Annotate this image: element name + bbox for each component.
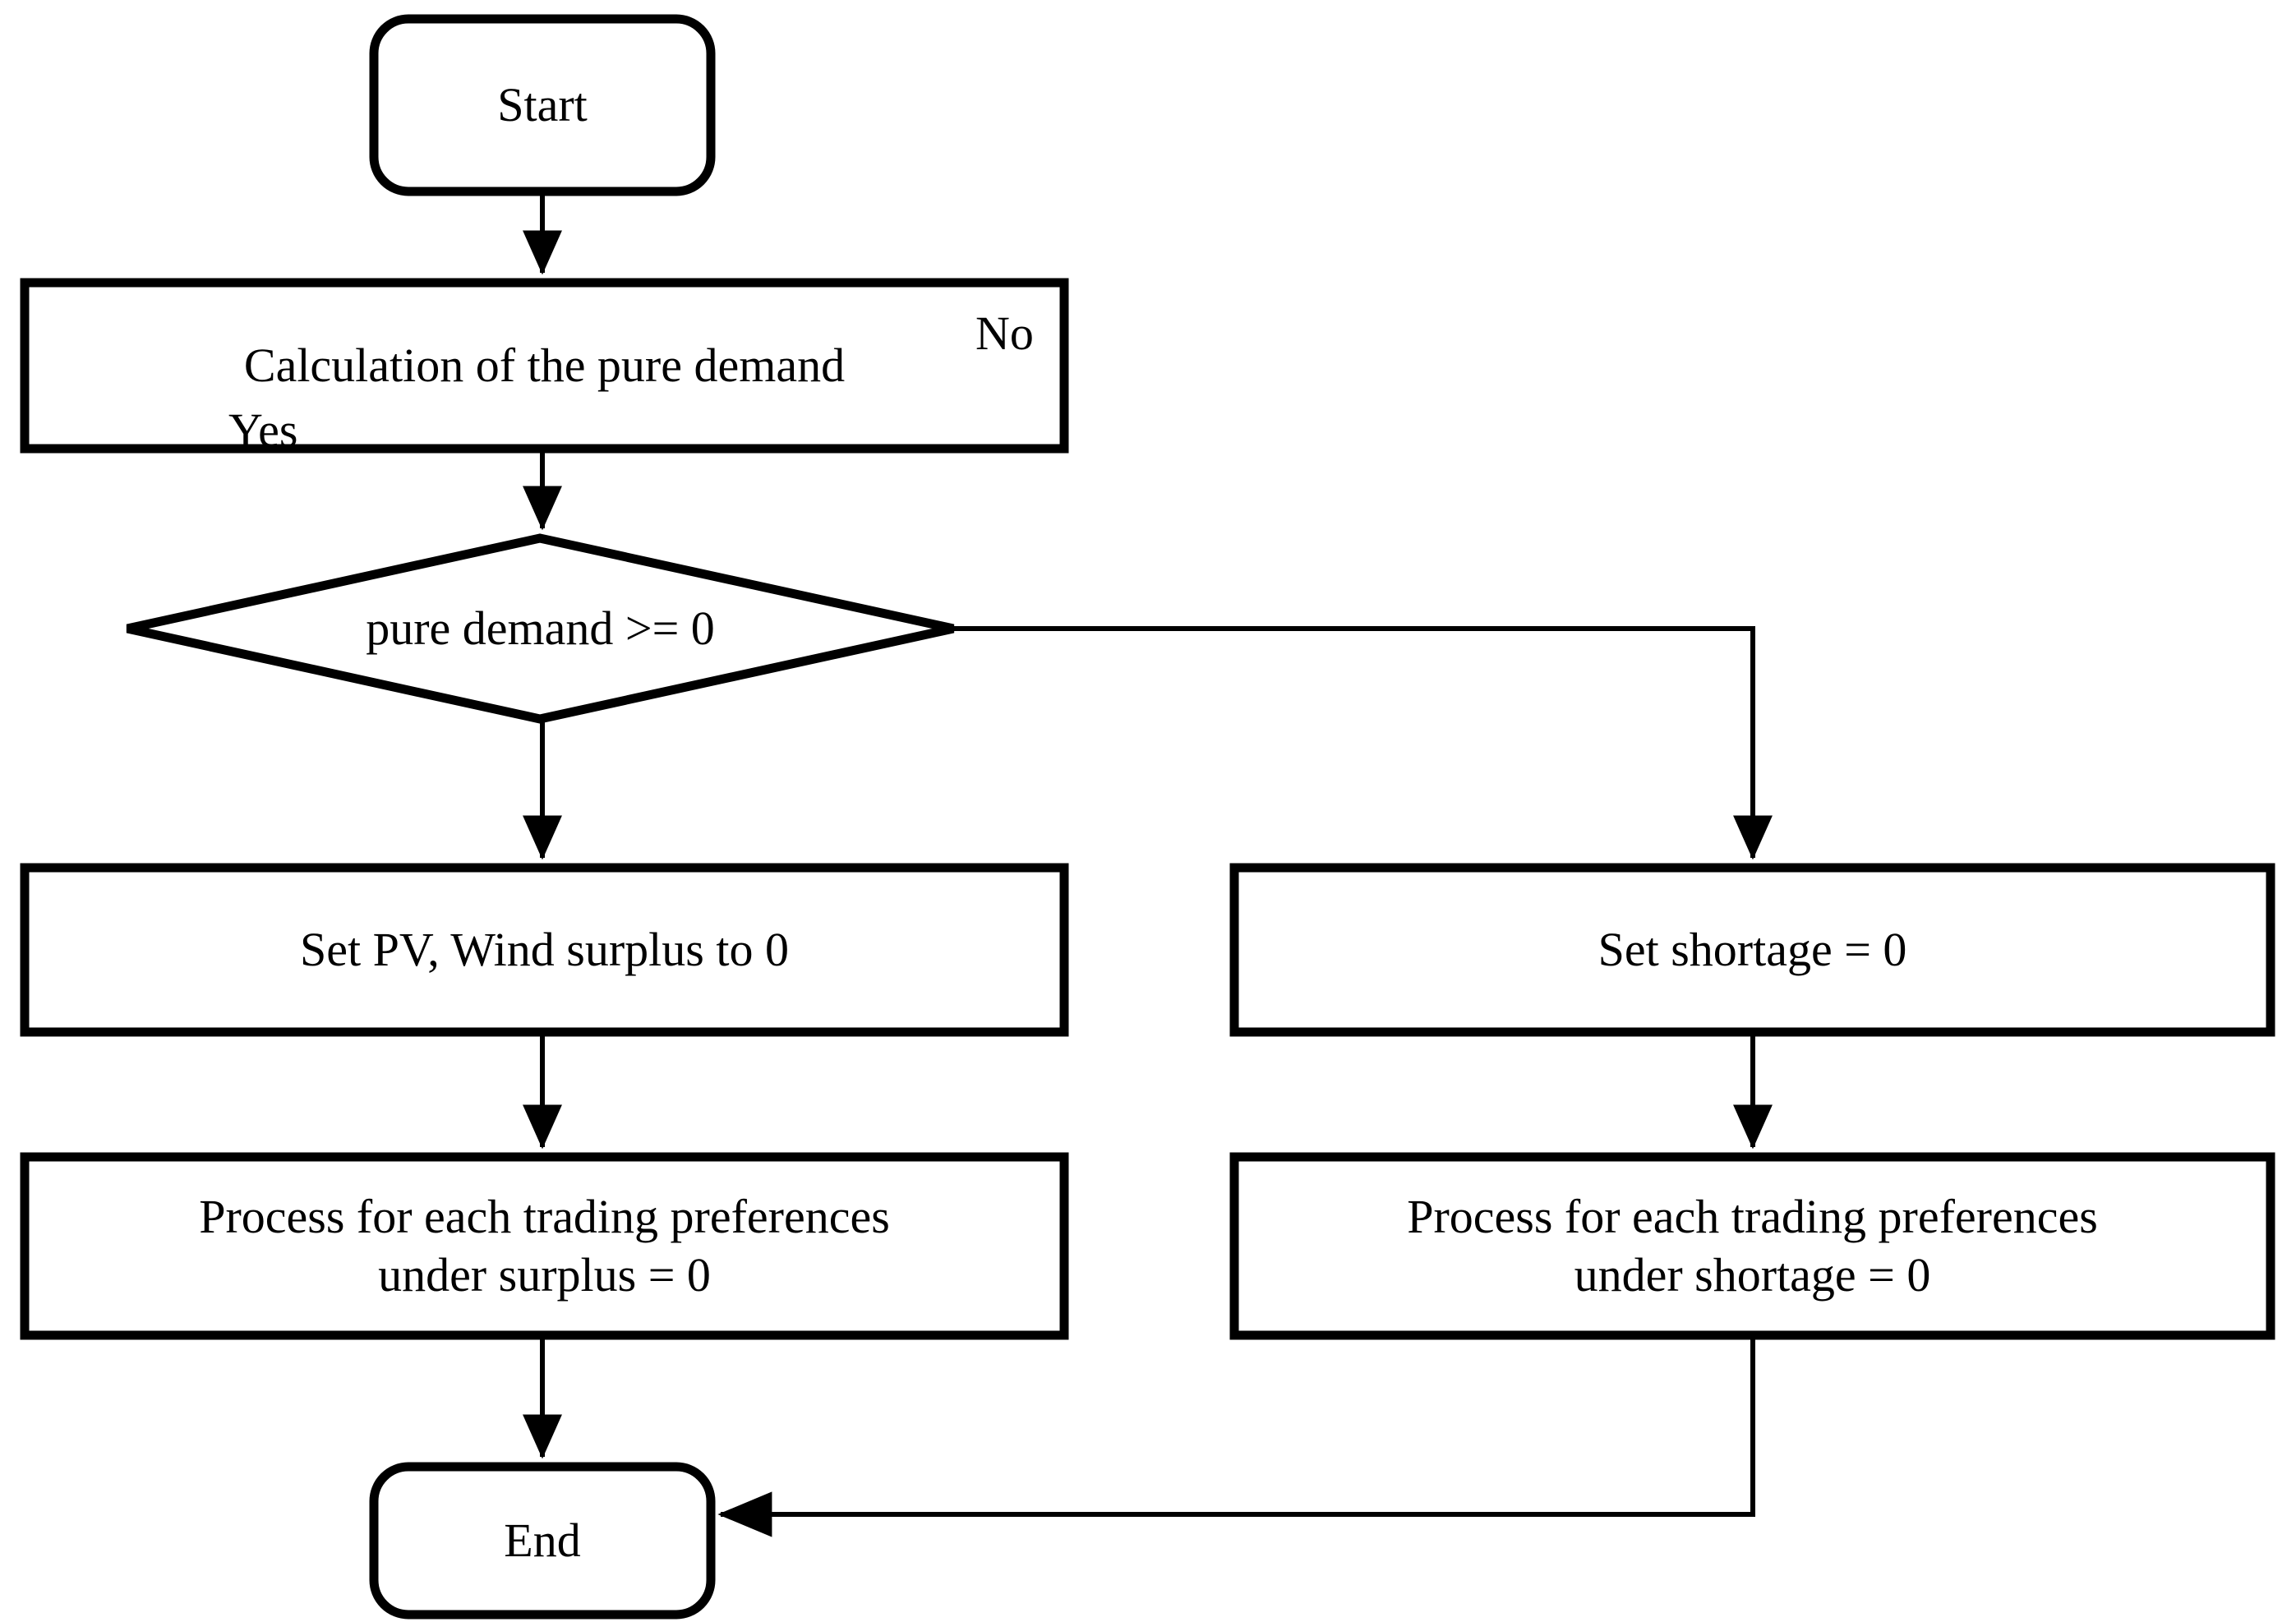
node-shape-end[interactable] — [369, 1462, 716, 1620]
edge-decision-no-to-set-shortage — [953, 626, 1773, 860]
node-shape-decision[interactable] — [126, 533, 955, 724]
node-shape-set-shortage[interactable] — [1229, 863, 2275, 1037]
node-shape-start[interactable] — [369, 14, 716, 196]
node-shape-process-shortage[interactable] — [1229, 1152, 2275, 1340]
edge-process-shortage-to-end — [717, 1335, 1755, 1537]
node-shape-calc-demand[interactable] — [20, 278, 1069, 454]
node-shape-set-surplus[interactable] — [20, 863, 1069, 1037]
node-shape-process-surplus[interactable] — [20, 1152, 1069, 1340]
